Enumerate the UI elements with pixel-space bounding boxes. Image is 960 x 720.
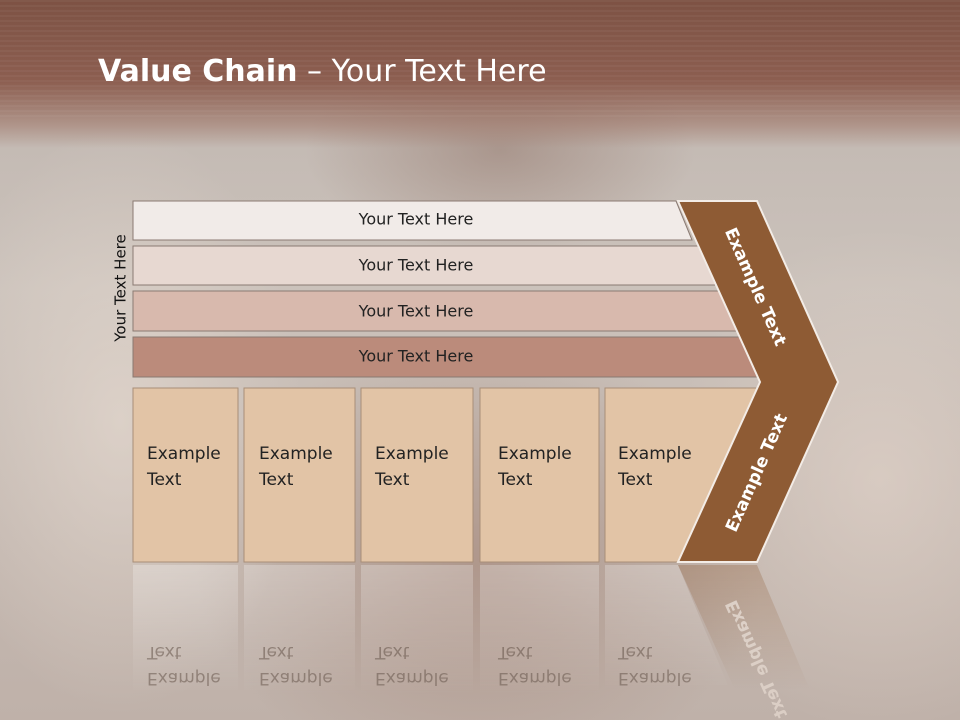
reflection-box-5 [605, 565, 730, 690]
reflection-box-3 [361, 565, 473, 695]
support-bar-2-label: Your Text Here [358, 256, 474, 275]
support-activities: Your Text Here Your Text Here Your Text … [132, 200, 763, 378]
primary-box-4-line2: Text [497, 470, 533, 490]
primary-box-3[interactable]: Example Text [360, 387, 474, 563]
primary-box-4-line1: Example [498, 444, 572, 464]
title-rest: – Your Text Here [297, 54, 547, 89]
reflection-box-4 [480, 565, 599, 695]
reflection-box-3-line2: Text [374, 642, 410, 662]
banner-texture [0, 0, 960, 120]
primary-box-5-line2: Text [617, 470, 653, 490]
primary-box-4[interactable]: Example Text [479, 387, 600, 563]
reflection-box-5-line2: Text [617, 642, 653, 662]
slide-title[interactable]: Value Chain – Your Text Here [98, 54, 547, 89]
primary-box-2[interactable]: Example Text [243, 387, 356, 563]
primary-box-5-line1: Example [618, 444, 692, 464]
primary-activities: Example Text Example Text Example Text E… [132, 387, 761, 563]
title-banner [0, 0, 960, 148]
primary-box-3-shape [360, 387, 474, 563]
support-bar-1-shape [132, 200, 693, 241]
primary-box-1-line1: Example [147, 444, 221, 464]
primary-box-1-shape [132, 387, 239, 563]
margin-chevron-shape [676, 200, 840, 563]
primary-box-1[interactable]: Example Text [132, 387, 239, 563]
reflection-box-4-line2: Text [497, 642, 533, 662]
support-bar-3-label: Your Text Here [358, 302, 474, 321]
primary-box-2-line2: Text [258, 470, 294, 490]
primary-box-2-shape [243, 387, 356, 563]
reflection-box-2-line2: Text [258, 642, 294, 662]
reflection-box-5-line1: Example [618, 668, 692, 688]
reflection-box-2-line1: Example [259, 668, 333, 688]
side-label[interactable]: Your Text Here [112, 234, 130, 342]
support-bar-3[interactable]: Your Text Here [132, 290, 739, 332]
support-bar-1-label: Your Text Here [358, 210, 474, 229]
reflection-box-3-line1: Example [375, 668, 449, 688]
primary-box-1-line2: Text [146, 470, 182, 490]
title-bold: Value Chain [98, 54, 298, 89]
support-bar-4-label: Your Text Here [358, 347, 474, 366]
reflection-chevron [678, 565, 810, 690]
support-bar-1[interactable]: Your Text Here [132, 200, 693, 241]
primary-box-3-line2: Text [374, 470, 410, 490]
reflection-box-4-line1: Example [498, 668, 572, 688]
reflection-box-1-line1: Example [147, 668, 221, 688]
primary-box-2-line1: Example [259, 444, 333, 464]
diagram-reflection: Example Text Example Text Example Text E… [133, 565, 810, 720]
reflection-box-1 [133, 565, 238, 695]
support-bar-2[interactable]: Your Text Here [132, 245, 717, 286]
margin-chevron[interactable]: Example Text Example Text [676, 200, 840, 563]
support-bar-4[interactable]: Your Text Here [132, 336, 763, 378]
reflection-box-1-line2: Text [146, 642, 182, 662]
primary-box-4-shape [479, 387, 600, 563]
primary-box-3-line1: Example [375, 444, 449, 464]
reflection-box-2 [244, 565, 355, 695]
